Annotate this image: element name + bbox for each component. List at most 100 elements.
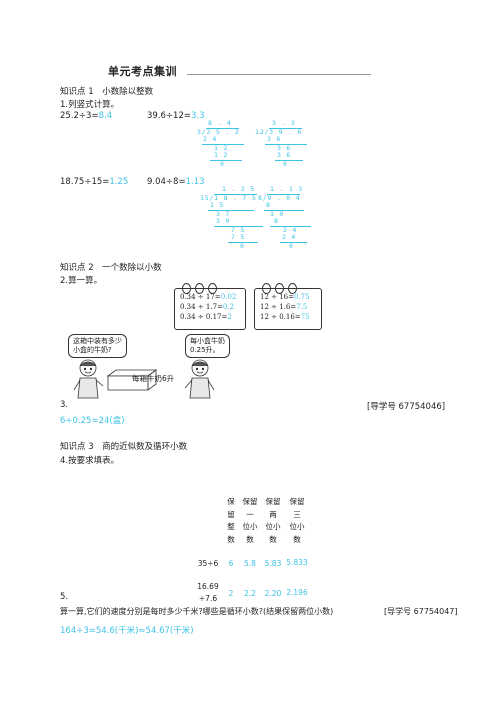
table-row: 35÷6 6 5.8 5.83 5.833	[193, 548, 309, 578]
row-2-cell-1: 2	[228, 588, 234, 598]
problem-3-answer: 1.25	[109, 177, 129, 187]
q5-text: 算一算,它们的速度分别是每时多少千米?哪些是循环小数?(结果保留两位小数)	[60, 607, 334, 616]
ld3-row-6: 0	[228, 241, 258, 251]
card2-answer-1: 0.75	[294, 293, 310, 301]
box-label: 每箱牛奶6升	[132, 374, 175, 383]
ld3-row-5: 7 5	[231, 233, 246, 241]
table-header-cell: 保留 一 位小 数	[239, 494, 261, 548]
row-2-expr: 16.69 ÷7.6	[193, 578, 223, 608]
ld3-dividend: 1 8 . 7 5	[214, 193, 257, 202]
header-1-line-3: 整	[227, 522, 235, 531]
header-4-line-2: 三	[293, 509, 301, 519]
rounding-table: 保 留 整 数 保留 一 位小 数 保留 两 位小 数 保留 三 位小 数 35…	[193, 494, 309, 608]
ring-icon	[195, 283, 204, 294]
ld2-row-4: 0	[275, 159, 303, 169]
speech-bubble-left: 这箱中装有多少 小盒的牛奶?	[68, 334, 127, 358]
ld4-row-4: 2 4	[270, 225, 311, 235]
card1-expr-3: 0.34 ÷ 0.17=	[180, 313, 228, 321]
long-division-4: 1 . 1 3 8/9 . 0 4 8 1 0 8 2 4 2 4 0	[258, 185, 311, 251]
milk-box-icon	[106, 369, 158, 391]
problem-2-answer: 3.3	[191, 111, 205, 121]
header-3-line-4: 数	[269, 534, 277, 544]
problem-1-answer: 8.4	[98, 111, 113, 121]
ld4-row-6: 0	[280, 241, 307, 251]
card1-answer-3: 2	[227, 313, 232, 321]
header-2-line-4: 数	[246, 534, 254, 544]
card1-answer-1: 0.02	[220, 293, 237, 301]
illustration	[73, 359, 215, 399]
row-2-cell-3: 2.20	[264, 588, 282, 598]
section1-heading: 知识点 1 小数除以整数	[60, 87, 154, 97]
long-division-3: 1 . 2 5 15/1 8 . 7 5 1 5 3 7 3 0 7 5 7 5…	[200, 185, 263, 251]
ld4-row-5: 2 4	[282, 233, 297, 241]
card1-line-1: 0.34 ÷ 17=0.02	[180, 293, 245, 301]
header-2-line-3: 位小	[242, 522, 258, 531]
problem-1-expr: 25.2÷3=	[60, 111, 99, 121]
ld2-quotient: 3 . 3	[272, 119, 296, 127]
problem-1: 25.2÷3=8.4	[60, 111, 112, 121]
ld4-row-3: 8	[274, 217, 279, 225]
row-1-cell-2: 5.8	[244, 558, 256, 568]
card2-answer-3: 75	[300, 313, 310, 321]
boy-right-icon	[184, 359, 215, 399]
card2-expr-2: 12 ÷ 1.6=	[260, 303, 297, 311]
ld2-row-3: 3 6	[277, 151, 292, 159]
problem-3-expr: 18.75÷15=	[60, 177, 110, 187]
bubble-right-line-2: 0.25升。	[190, 346, 220, 354]
table-header-cell: 保 留 整 数	[223, 494, 239, 548]
table-header-row: 保 留 整 数 保留 一 位小 数 保留 两 位小 数 保留 三 位小 数	[193, 494, 309, 548]
row-1-expr: 35÷6	[197, 558, 219, 568]
problem-4: 9.04÷8=1.13	[147, 177, 205, 187]
row-1-cell-1: 6	[228, 558, 234, 568]
header-1-line-1: 保	[227, 497, 235, 506]
card1-answer-2: 0.2	[222, 303, 235, 311]
ring-icon	[262, 283, 271, 294]
card2-line-3: 12 ÷ 0.16=75	[260, 313, 321, 321]
ring-icon	[275, 283, 284, 294]
q3-ref: [导学号 67754046]	[367, 402, 446, 412]
ld1-divisor: 3	[197, 127, 202, 136]
ld4-quotient: 1 . 1 3	[270, 185, 303, 193]
q5-answer: 164÷3=54.6(千米)≈54.67(千米)	[60, 626, 194, 636]
ld1-row-3: 1 2	[214, 151, 229, 159]
ld4-dividend: 9 . 0 4	[267, 193, 301, 202]
ring-icon	[182, 283, 191, 294]
ring-icon	[208, 283, 217, 294]
header-1-line-2: 留	[227, 509, 235, 519]
card2-line-1: 12 ÷ 16=0.75	[260, 293, 321, 301]
calc-card-1: 0.34 ÷ 17=0.02 0.34 ÷ 1.7=0.2 0.34 ÷ 0.1…	[174, 283, 246, 330]
problem-2-expr: 39.6÷12=	[147, 111, 191, 121]
ld2-dividend: 3 9 . 6	[269, 127, 303, 136]
row-1-cell-4: 5.833	[286, 558, 308, 567]
ring-icon	[288, 283, 297, 294]
table-row: 16.69 ÷7.6 2 2.2 2.20 2.196	[193, 578, 309, 608]
section2-heading: 知识点 2 一个数除以小数	[60, 263, 162, 273]
ld2-divisor: 12	[255, 127, 265, 136]
header-3-line-2: 两	[269, 509, 277, 519]
ld3-row-3: 3 0	[216, 217, 231, 225]
card2-line-2: 12 ÷ 1.6=7.5	[260, 303, 321, 311]
header-2-line-2: 一	[246, 509, 254, 519]
calc-card-2: 12 ÷ 16=0.75 12 ÷ 1.6=7.5 12 ÷ 0.16=75	[254, 283, 322, 330]
header-4-line-3: 位小	[289, 522, 305, 531]
card1-line-3: 0.34 ÷ 0.17=2	[180, 313, 245, 321]
card1-expr-2: 0.34 ÷ 1.7=	[180, 303, 223, 311]
row-2-cell-2: 2.2	[244, 588, 256, 598]
q1-label: 1.列竖式计算。	[60, 100, 120, 110]
page-title: 单元考点集训	[108, 65, 177, 78]
problem-2: 39.6÷12=3.3	[147, 111, 205, 121]
ld3-quotient: 1 . 2 5	[222, 185, 255, 193]
problem-4-expr: 9.04÷8=	[147, 177, 186, 187]
ld3-row-4: 7 5	[214, 225, 263, 235]
problem-4-answer: 1.13	[185, 177, 205, 187]
problem-3: 18.75÷15=1.25	[60, 177, 128, 187]
row-2-expr-line-1: 16.69	[197, 582, 219, 591]
long-division-2: 3 . 3 12/3 9 . 6 3 6 3 6 3 6 0	[255, 119, 307, 169]
card1-line-2: 0.34 ÷ 1.7=0.2	[180, 303, 245, 311]
q5-label: 5.	[60, 592, 69, 602]
card2-expr-1: 12 ÷ 16=	[260, 293, 294, 301]
row-1-cell-3: 5.83	[264, 558, 282, 568]
ld4-divisor: 8	[258, 193, 263, 202]
speech-bubble-right: 每小盒牛奶 0.25升。	[185, 334, 230, 358]
bubble-left-line-1: 这箱中装有多少	[73, 337, 122, 345]
